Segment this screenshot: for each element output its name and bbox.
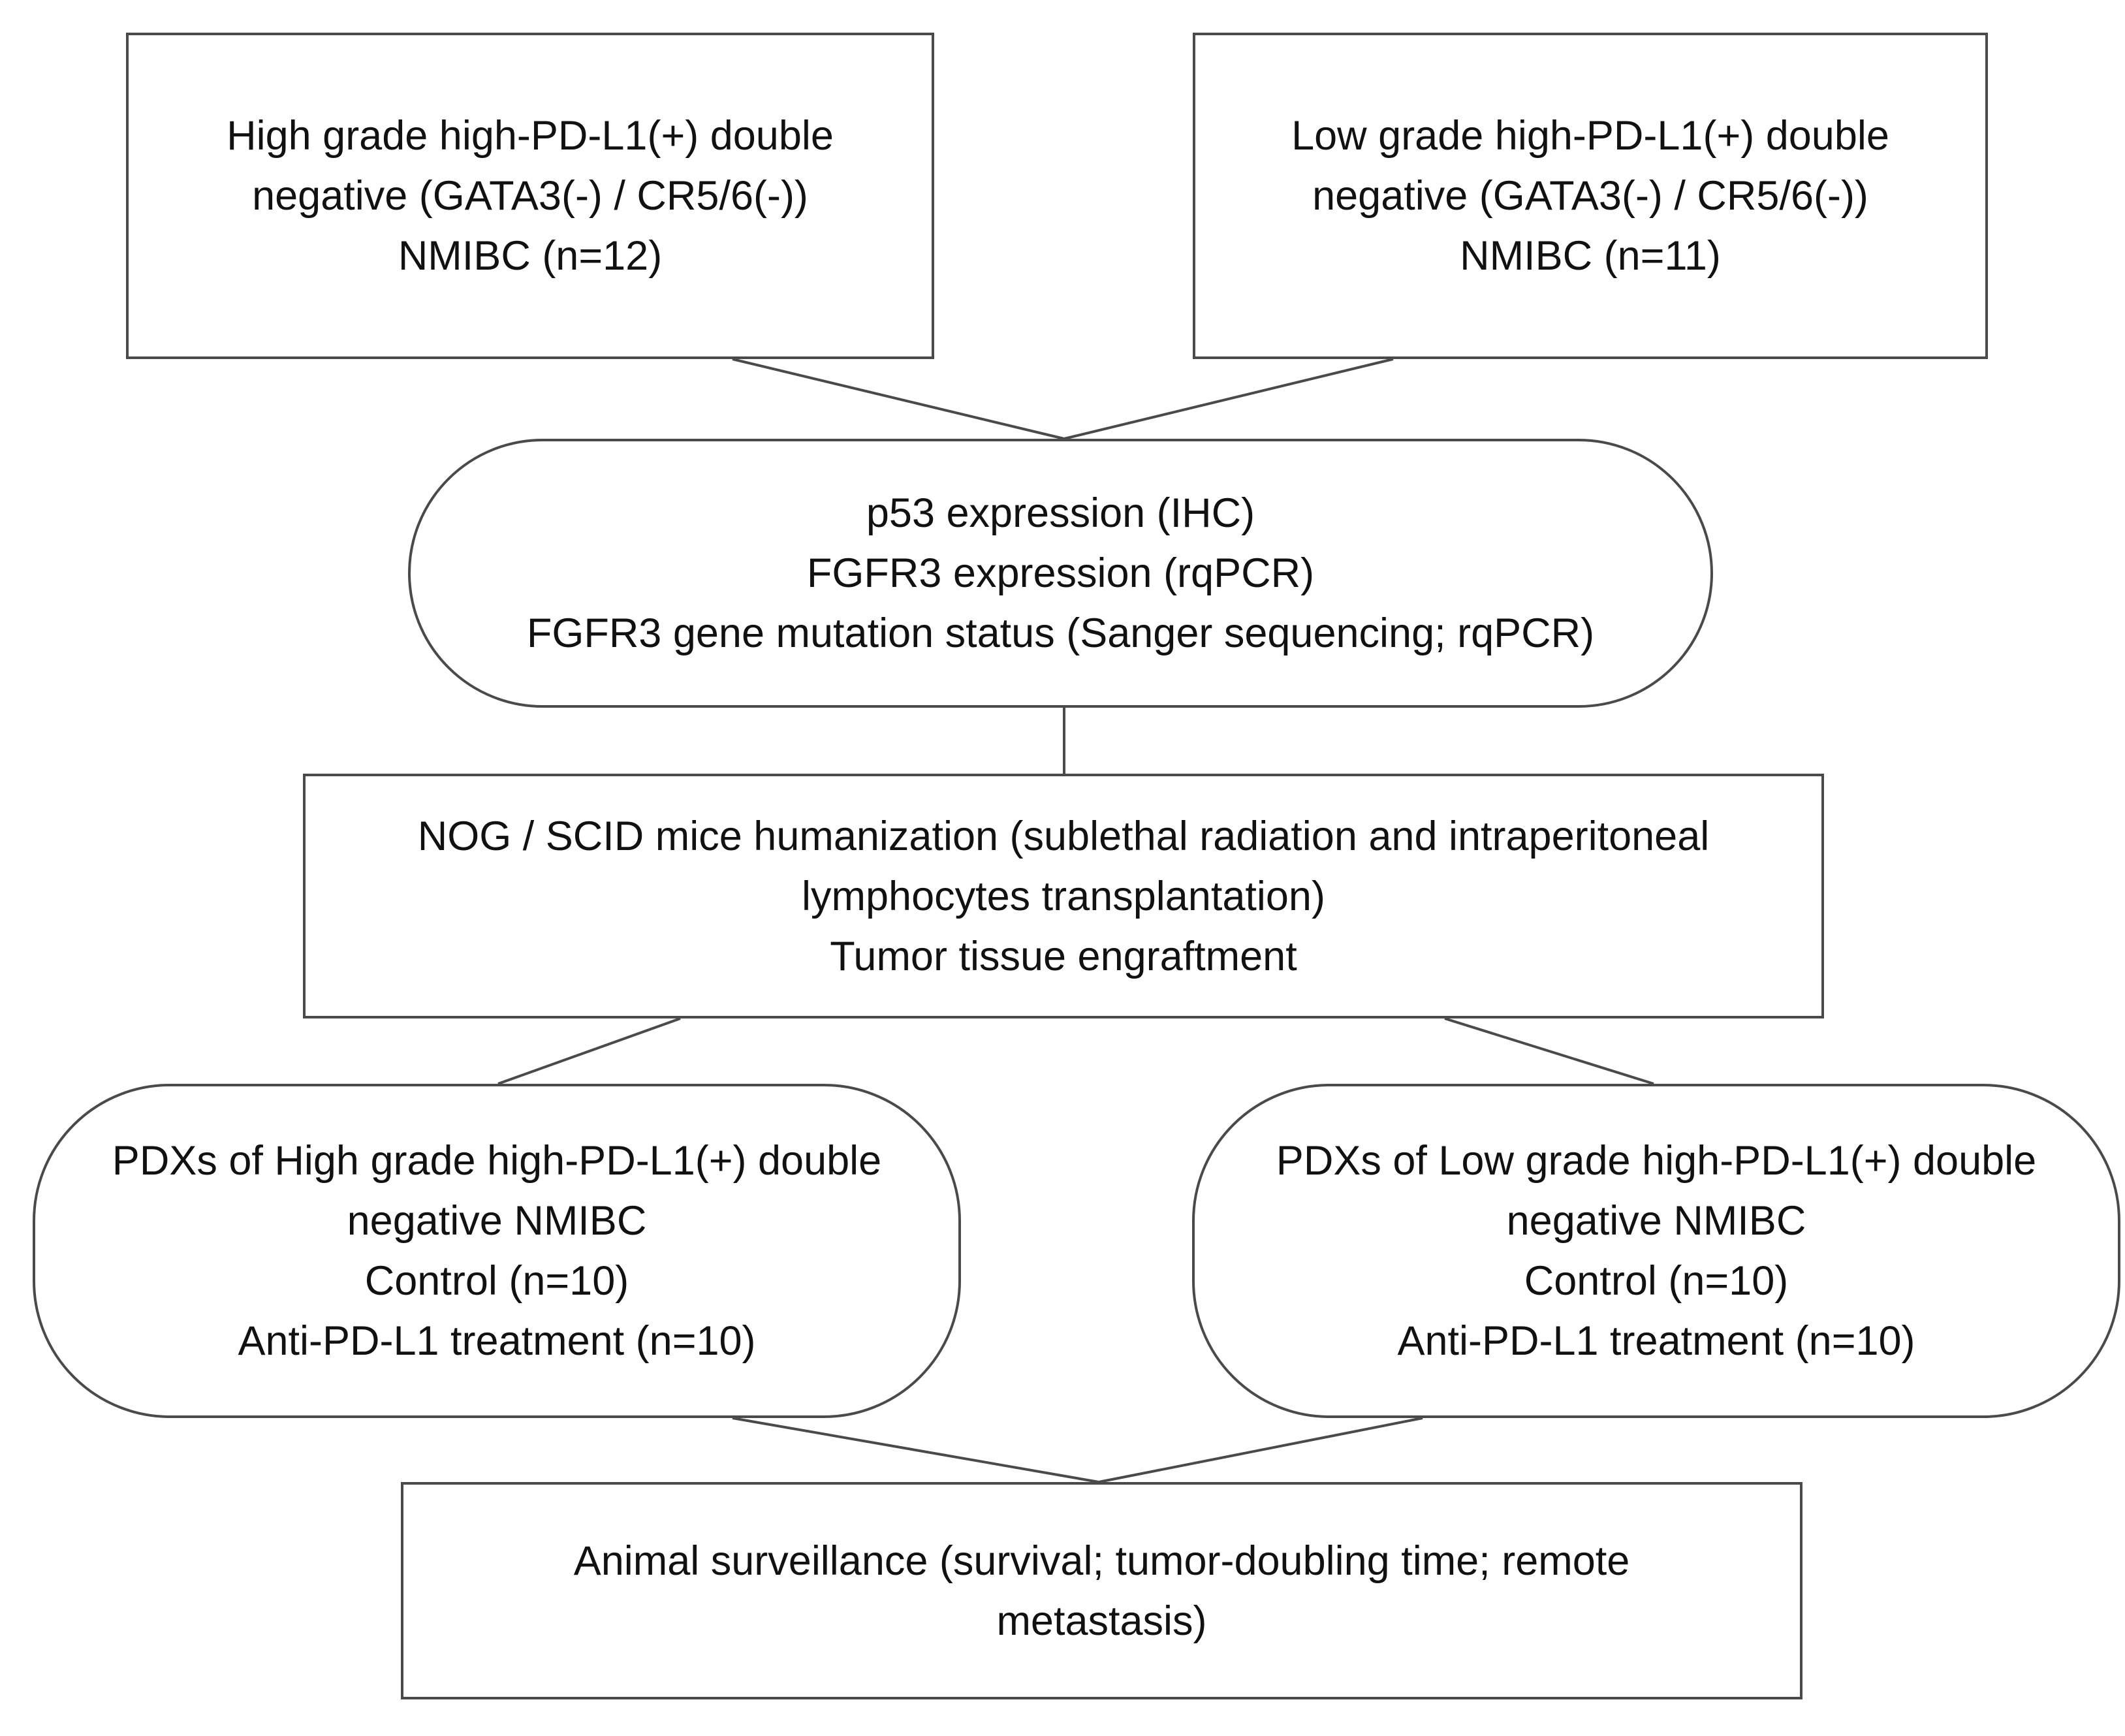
node-text-line: Anti-PD-L1 treatment (n=10) xyxy=(1397,1318,1915,1364)
animal-surveillance-box: Animal surveillance (survival; tumor-dou… xyxy=(401,1482,1802,1699)
node-text-line: FGFR3 gene mutation status (Sanger seque… xyxy=(526,610,1595,656)
edge-high-grade-to-p53 xyxy=(732,358,1065,440)
node-text-line: PDXs of High grade high-PD-L1(+) double xyxy=(112,1138,882,1184)
edge-humanization-to-pdx-low xyxy=(1444,1017,1654,1085)
node-text-line: FGFR3 expression (rqPCR) xyxy=(806,550,1315,596)
node-text-line: negative NMIBC xyxy=(1506,1198,1806,1244)
node-text-line: negative NMIBC xyxy=(347,1198,647,1244)
node-text-line: negative (GATA3(-) / CR5/6(-)) xyxy=(1312,173,1868,219)
p53-fgfr3-analysis-oval: p53 expression (IHC) FGFR3 expression (r… xyxy=(408,439,1713,708)
node-text-line: lymphocytes transplantation) xyxy=(802,873,1325,919)
node-text-line: High grade high-PD-L1(+) double xyxy=(227,113,834,159)
node-text-line: Control (n=10) xyxy=(1524,1258,1789,1304)
node-text-line: Anti-PD-L1 treatment (n=10) xyxy=(238,1318,756,1364)
node-text-line: p53 expression (IHC) xyxy=(866,490,1255,536)
high-grade-nmibc-box: High grade high-PD-L1(+) double negative… xyxy=(126,33,934,359)
edge-pdx-low-to-surveillance xyxy=(1098,1417,1423,1483)
node-text-line: NOG / SCID mice humanization (sublethal … xyxy=(417,813,1710,859)
node-text-line: NMIBC (n=11) xyxy=(1460,233,1721,279)
edge-pdx-high-to-surveillance xyxy=(732,1417,1099,1483)
low-grade-nmibc-box: Low grade high-PD-L1(+) double negative … xyxy=(1193,33,1988,359)
node-text-line: negative (GATA3(-) / CR5/6(-)) xyxy=(252,173,808,219)
node-text-line: Tumor tissue engraftment xyxy=(830,933,1297,979)
node-text-line: PDXs of Low grade high-PD-L1(+) double xyxy=(1276,1138,2037,1184)
edge-low-grade-to-p53 xyxy=(1063,358,1394,440)
mice-humanization-box: NOG / SCID mice humanization (sublethal … xyxy=(303,774,1824,1018)
pdx-high-grade-oval: PDXs of High grade high-PD-L1(+) double … xyxy=(33,1084,961,1418)
node-text-line: NMIBC (n=12) xyxy=(398,233,663,279)
node-text-line: metastasis) xyxy=(996,1598,1207,1644)
node-text-line: Animal surveillance (survival; tumor-dou… xyxy=(573,1538,1630,1584)
node-text-line: Control (n=10) xyxy=(364,1258,629,1304)
edge-humanization-to-pdx-high xyxy=(497,1017,681,1085)
pdx-low-grade-oval: PDXs of Low grade high-PD-L1(+) double n… xyxy=(1192,1084,2120,1418)
node-text-line: Low grade high-PD-L1(+) double xyxy=(1291,113,1889,159)
